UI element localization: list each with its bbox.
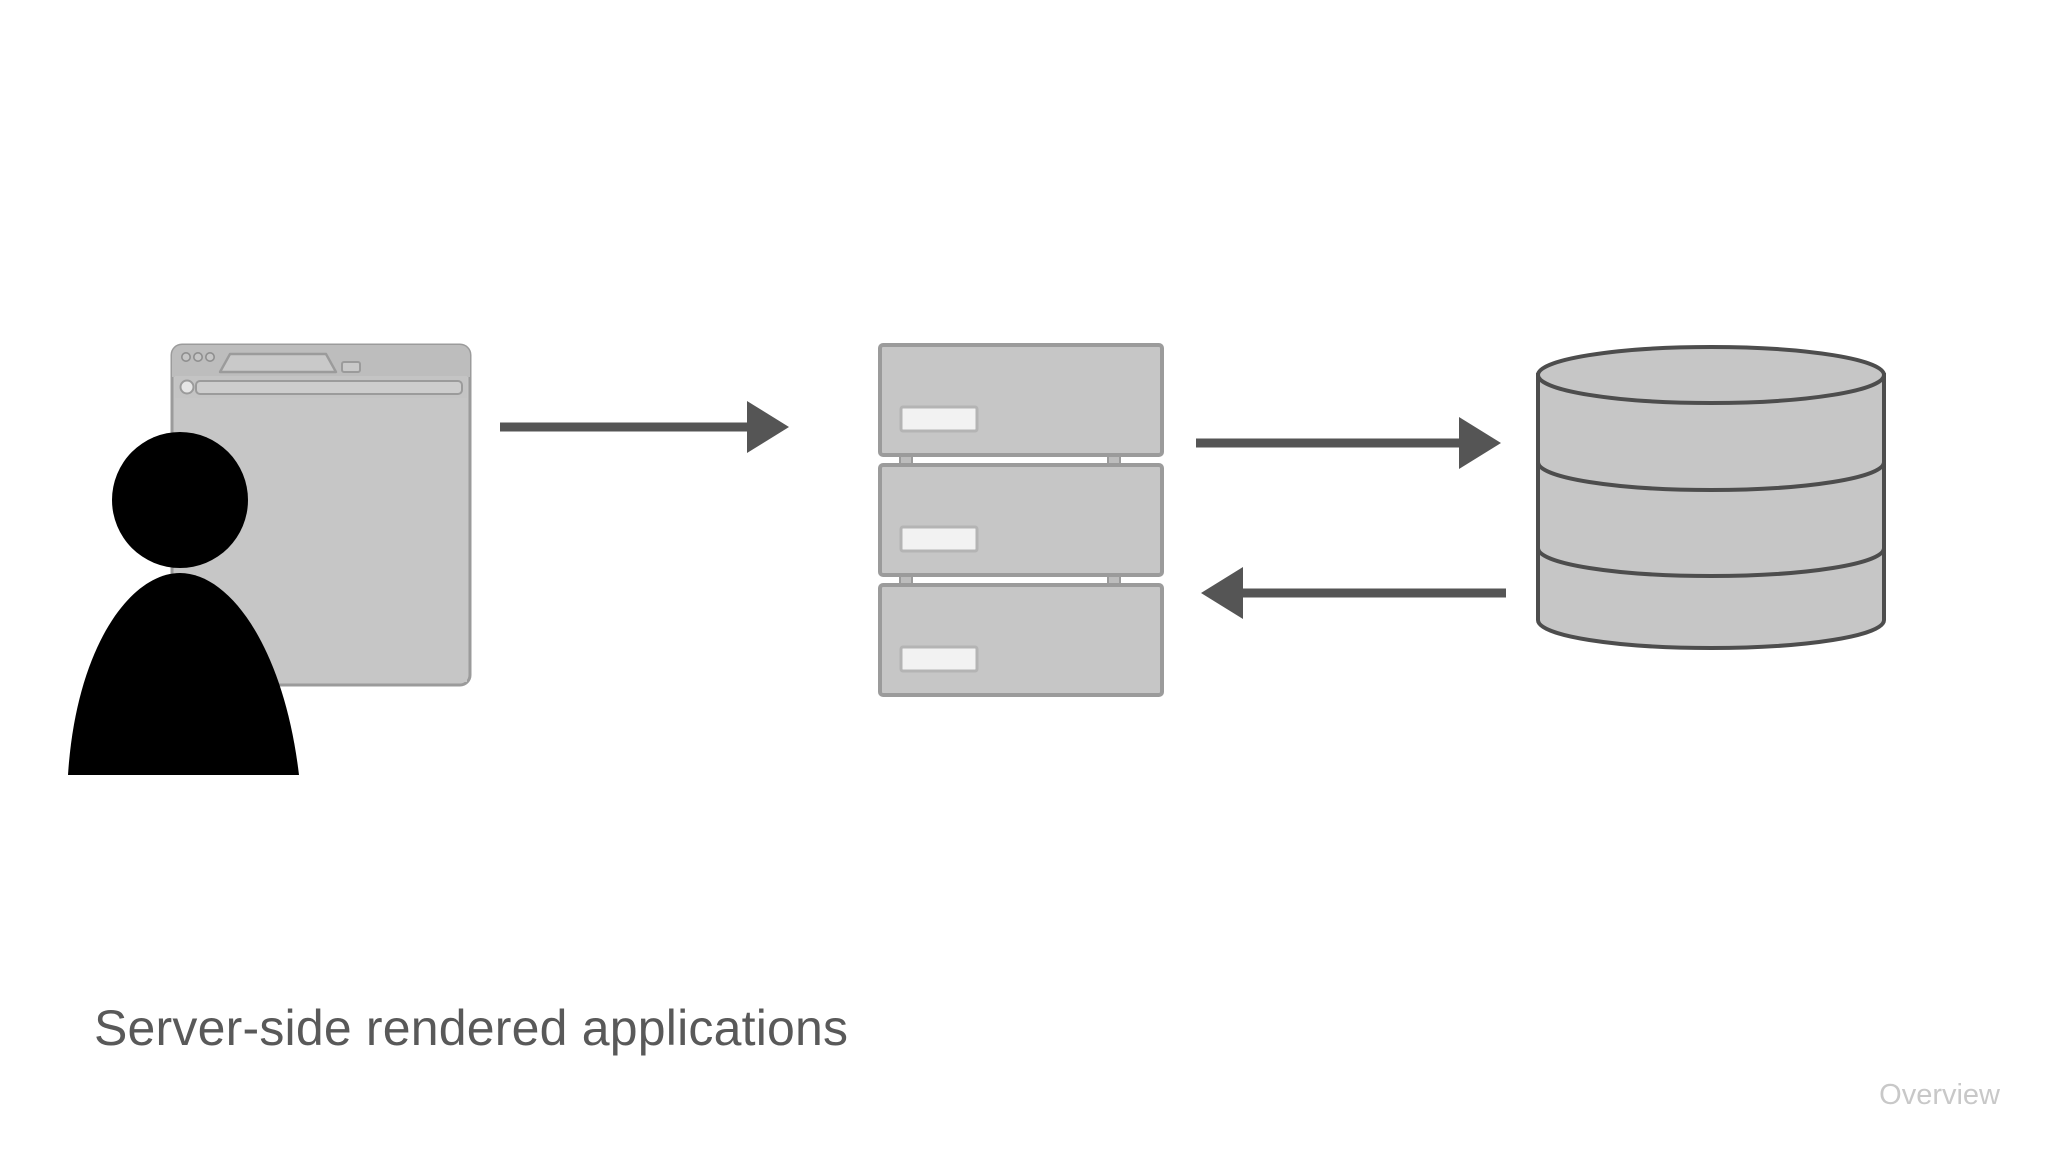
server-status-indicator <box>899 405 979 433</box>
browser-window[interactable] <box>170 343 472 687</box>
address-bar-input[interactable] <box>195 380 463 395</box>
minimize-icon[interactable] <box>193 351 204 362</box>
browser-tab[interactable] <box>218 352 338 374</box>
server-unit-body <box>878 463 1164 577</box>
server-status-indicator <box>899 525 979 553</box>
slide-footer-label: Overview <box>1879 1079 2000 1111</box>
database-band-divider <box>1536 461 1886 493</box>
user-actor[interactable] <box>68 432 299 775</box>
user-body-icon <box>68 573 299 775</box>
maximize-icon[interactable] <box>205 351 216 362</box>
server-stack[interactable] <box>878 343 1164 697</box>
database-cylinder[interactable] <box>1536 345 1886 651</box>
server-status-indicator <box>899 645 979 673</box>
arrow-head <box>1459 417 1501 469</box>
window-controls[interactable] <box>181 351 216 362</box>
database-top <box>1536 345 1886 405</box>
client-node[interactable] <box>68 343 472 775</box>
slide-title: Server-side rendered applications <box>94 1000 849 1056</box>
arrow-head <box>1201 567 1243 619</box>
server-unit[interactable] <box>878 583 1164 697</box>
server-unit-body <box>878 583 1164 697</box>
arrow-head <box>747 401 789 453</box>
database-body <box>1536 373 1886 651</box>
arrow-database-to-server <box>1201 567 1506 619</box>
arrow-server-to-database <box>1196 417 1501 469</box>
back-arrow-icon[interactable] <box>179 379 195 395</box>
server-unit[interactable] <box>878 463 1164 577</box>
new-tab-button[interactable] <box>341 361 361 373</box>
database-band-divider <box>1536 547 1886 579</box>
close-icon[interactable] <box>181 351 192 362</box>
server-unit[interactable] <box>878 343 1164 457</box>
arrow-client-to-server <box>500 401 789 453</box>
server-unit-body <box>878 343 1164 457</box>
user-head-icon <box>112 432 248 568</box>
